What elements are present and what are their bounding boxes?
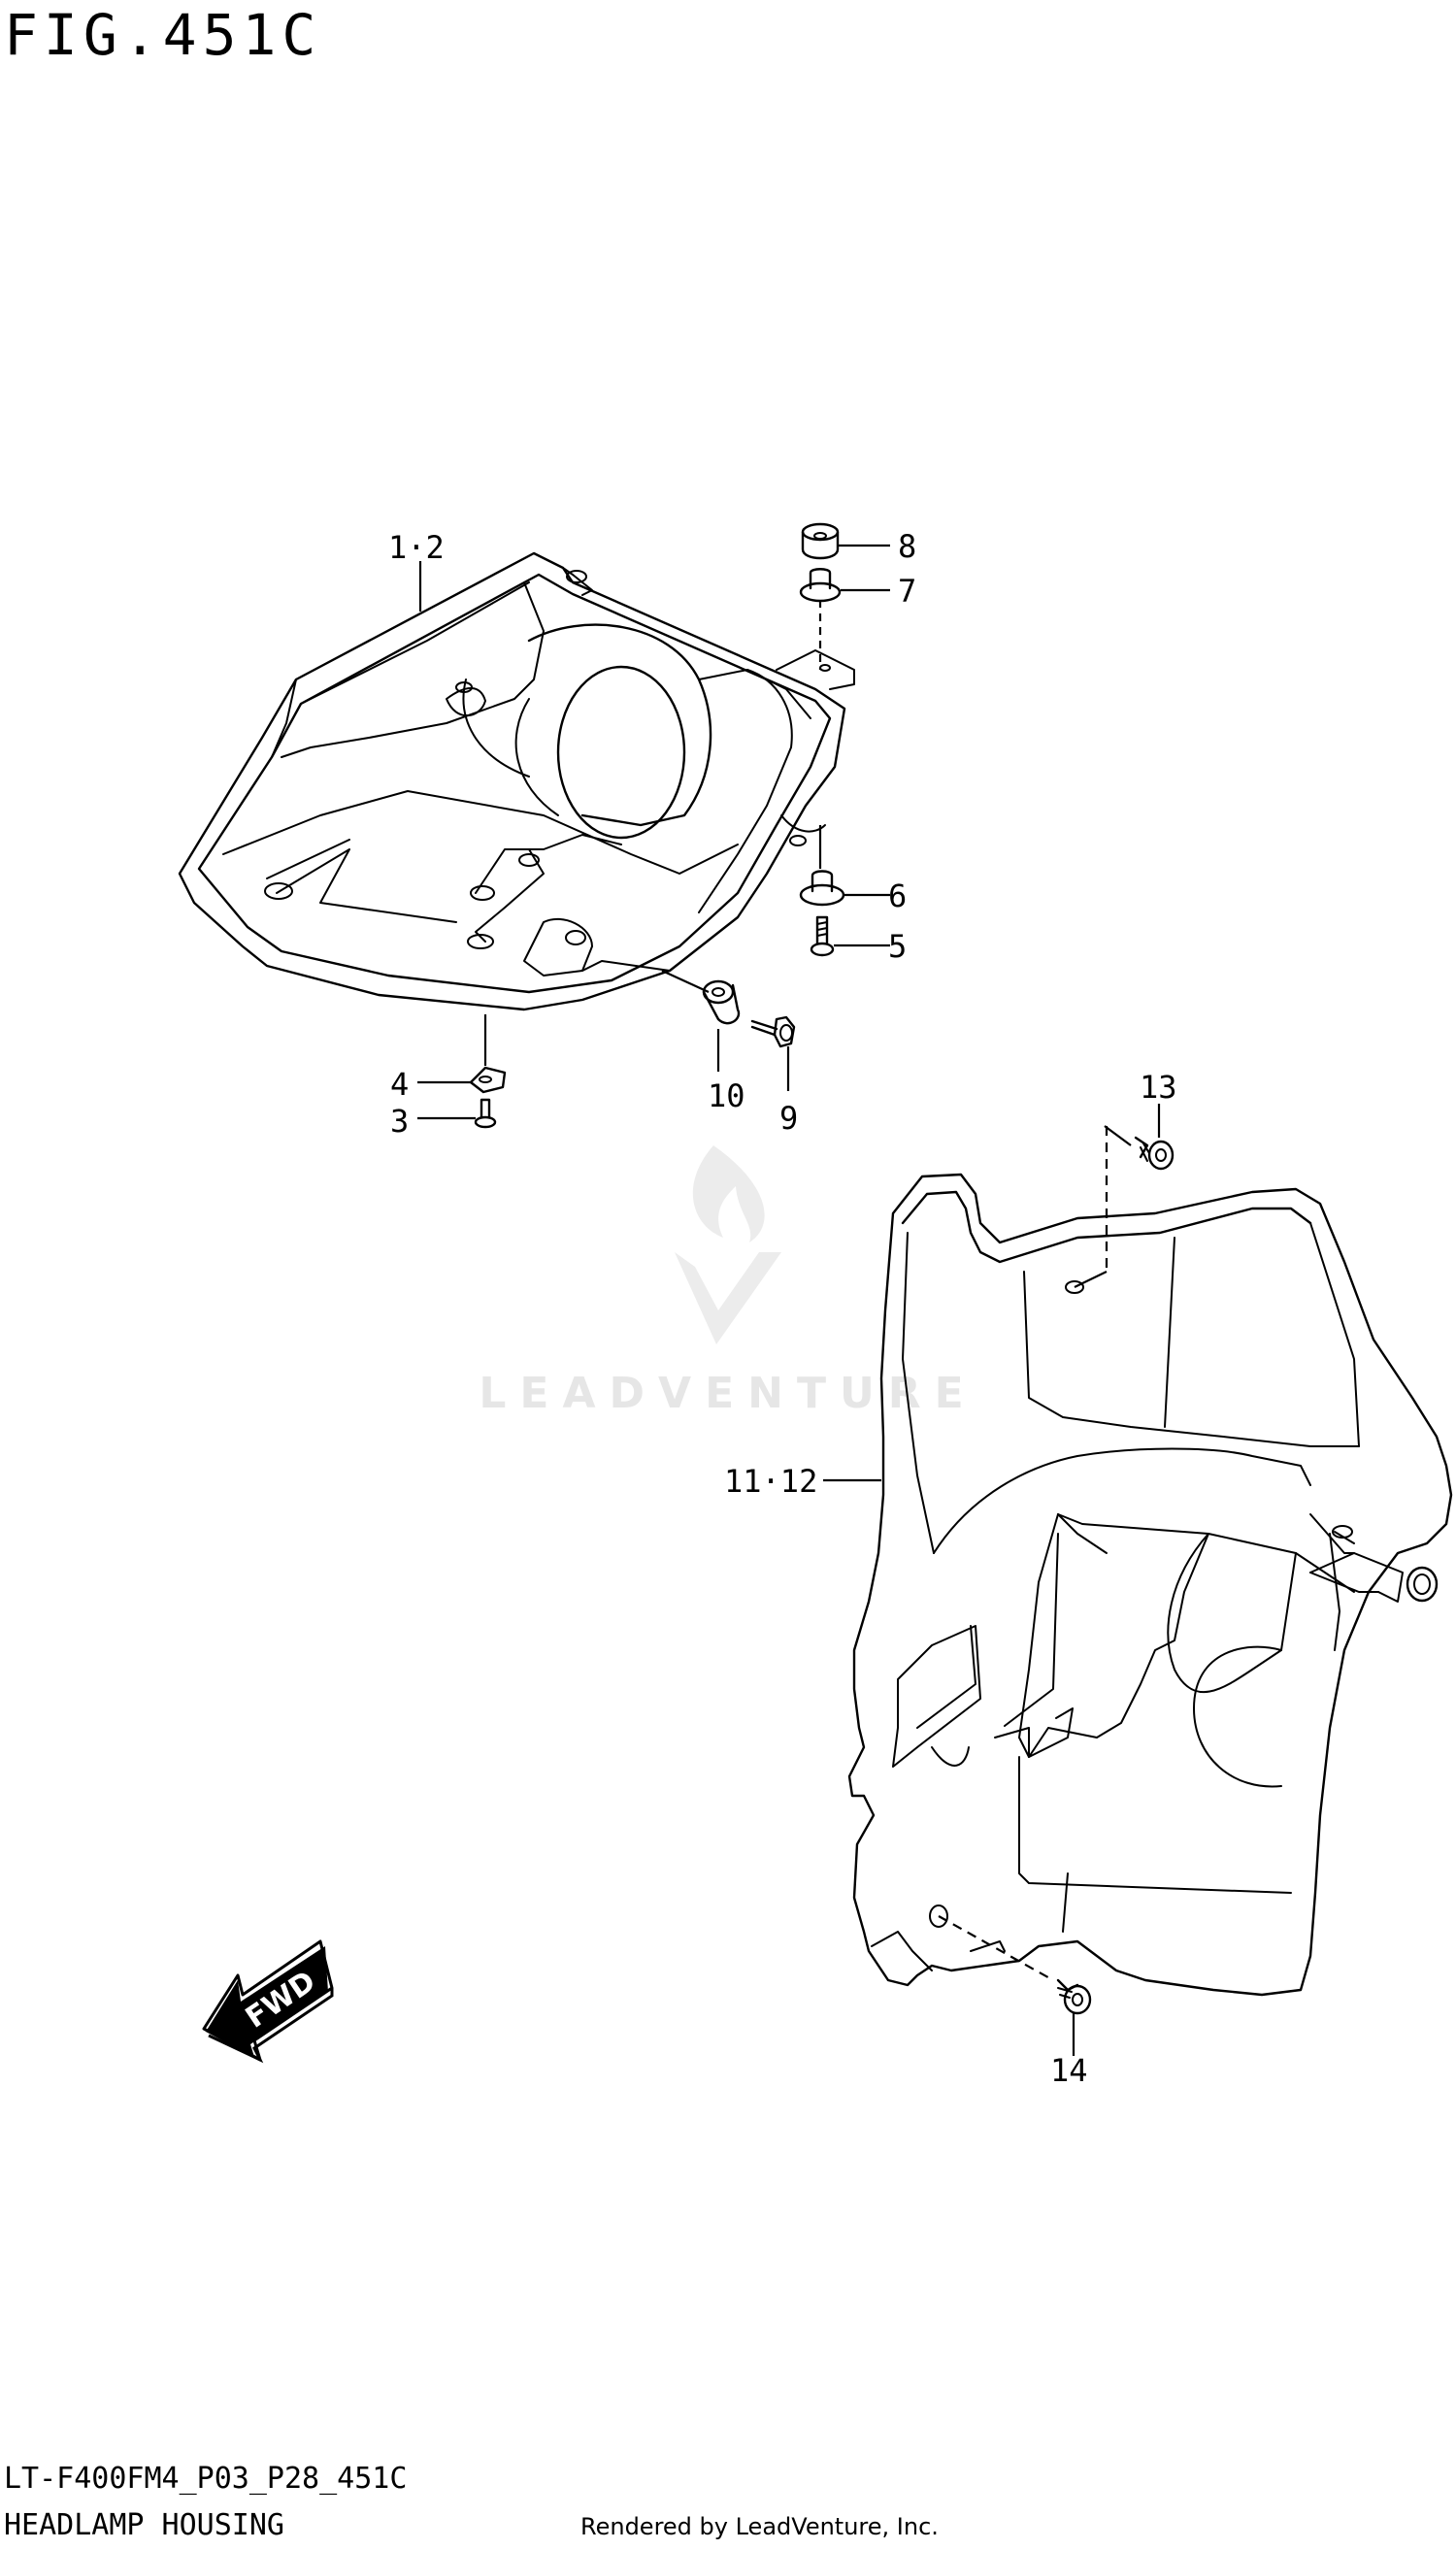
callout-3: 3 xyxy=(390,1103,409,1140)
callout-13: 13 xyxy=(1140,1069,1177,1106)
leader-lines xyxy=(417,544,1161,2056)
callout-9: 9 xyxy=(779,1100,798,1137)
callout-6: 6 xyxy=(888,878,907,914)
headlamp-cover-part xyxy=(847,1173,1453,1997)
callout-8: 8 xyxy=(898,528,916,565)
callout-1-2: 1·2 xyxy=(388,529,445,566)
fwd-arrow: FWD xyxy=(202,1939,334,2064)
clip-part-14 xyxy=(1056,1978,1092,2015)
headlamp-housing-part xyxy=(178,551,855,1011)
bolt-part-5 xyxy=(810,915,835,957)
callout-10: 10 xyxy=(708,1077,745,1114)
collar-part-6 xyxy=(799,870,845,907)
grommet-part-8 xyxy=(801,522,840,560)
collar-part-7 xyxy=(799,568,842,603)
watermark-v-icon xyxy=(675,1252,781,1344)
figure-title: FIG.451C xyxy=(4,2,322,68)
callout-5: 5 xyxy=(888,928,907,965)
nut-part-4 xyxy=(469,1066,507,1094)
watermark-flame-icon xyxy=(692,1145,765,1242)
watermark: LEADVENTURE xyxy=(479,1145,976,1418)
callout-4: 4 xyxy=(390,1066,409,1103)
clip-part-13 xyxy=(1134,1136,1175,1171)
model-code: LT-F400FM4_P03_P28_451C xyxy=(4,2462,408,2496)
bolt-part-9 xyxy=(750,1015,796,1048)
callout-labels: 1·2 3 4 5 6 7 8 9 10 11·12 13 14 xyxy=(388,528,1177,2089)
watermark-text: LEADVENTURE xyxy=(479,1369,976,1418)
render-credit: Rendered by LeadVenture, Inc. xyxy=(580,2513,939,2540)
screw-part-3 xyxy=(474,1098,497,1129)
collar-part-10 xyxy=(702,979,741,1025)
callout-7: 7 xyxy=(898,573,916,610)
callout-14: 14 xyxy=(1050,2052,1088,2089)
callout-11-12: 11·12 xyxy=(724,1463,817,1500)
figure-name: HEADLAMP HOUSING xyxy=(4,2508,284,2542)
